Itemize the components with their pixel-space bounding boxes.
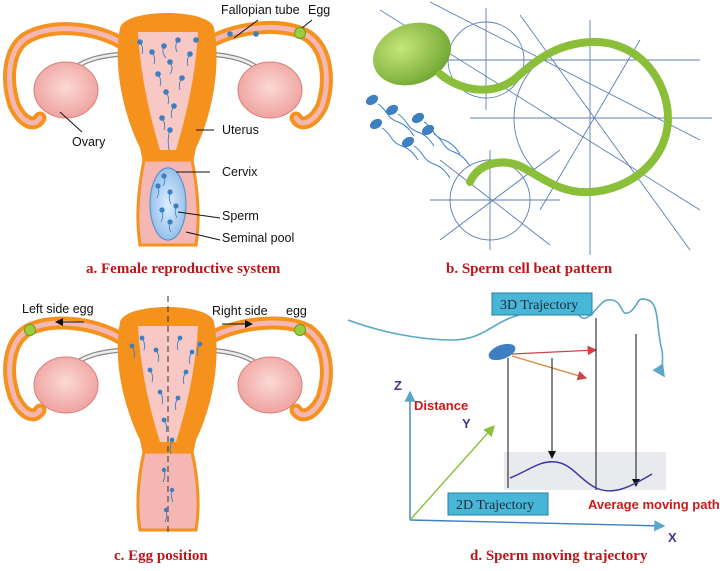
sperm-head-large: [373, 22, 451, 86]
sperm-head-d: [488, 343, 516, 361]
label-average-moving-path: Average moving path: [588, 497, 720, 512]
panel-c: Left side egg Right side egg c. Egg posi…: [3, 296, 333, 564]
egg-right: [294, 324, 306, 336]
label-2d-trajectory: 2D Trajectory: [456, 498, 534, 513]
egg-a: [294, 27, 306, 39]
box-3d-trajectory: [491, 292, 593, 316]
axis-y-line: [409, 424, 495, 521]
label-uterus: Uterus: [222, 123, 259, 137]
label-cervix: Cervix: [222, 165, 258, 179]
label-seminal-pool: Seminal pool: [222, 231, 294, 245]
label-distance: Distance: [414, 398, 468, 413]
panel-d: Z Y X 3D Trajectory 2D Trajectory Distan…: [347, 292, 720, 564]
caption-a: a. Female reproductive system: [86, 261, 281, 277]
projection-plane: [504, 452, 666, 490]
label-fallopian-tube: Fallopian tube: [221, 3, 300, 17]
caption-d: d. Sperm moving trajectory: [470, 548, 648, 564]
ovary-right: [237, 61, 303, 119]
label-axis-x: X: [668, 530, 677, 545]
label-axis-z: Z: [394, 378, 402, 393]
label-egg-c: egg: [286, 304, 307, 318]
label-axis-y: Y: [462, 416, 471, 431]
egg-left: [24, 324, 36, 336]
panel-a: Fallopian tube Egg Ovary Uterus Cervix S…: [3, 3, 333, 277]
label-3d-trajectory: 3D Trajectory: [500, 298, 578, 313]
small-sperm-group: [365, 94, 435, 148]
ovary-left: [33, 61, 99, 119]
label-ovary: Ovary: [72, 135, 106, 149]
label-sperm: Sperm: [222, 209, 259, 223]
ovary-left-c: [33, 356, 99, 414]
label-egg: Egg: [308, 3, 330, 17]
ovary-right-c: [237, 356, 303, 414]
label-left-side-egg: Left side egg: [22, 302, 94, 316]
label-right-side: Right side: [212, 304, 268, 318]
panel-b: b. Sperm cell beat pattern: [365, 1, 712, 277]
caption-b: b. Sperm cell beat pattern: [446, 261, 613, 277]
trajectory-2d-curve: [509, 461, 653, 492]
flagellum: [436, 37, 673, 197]
seminal-pool: [149, 167, 187, 241]
box-2d-trajectory: [447, 492, 549, 516]
axis-x-line: [409, 519, 666, 532]
caption-c: c. Egg position: [114, 548, 208, 564]
